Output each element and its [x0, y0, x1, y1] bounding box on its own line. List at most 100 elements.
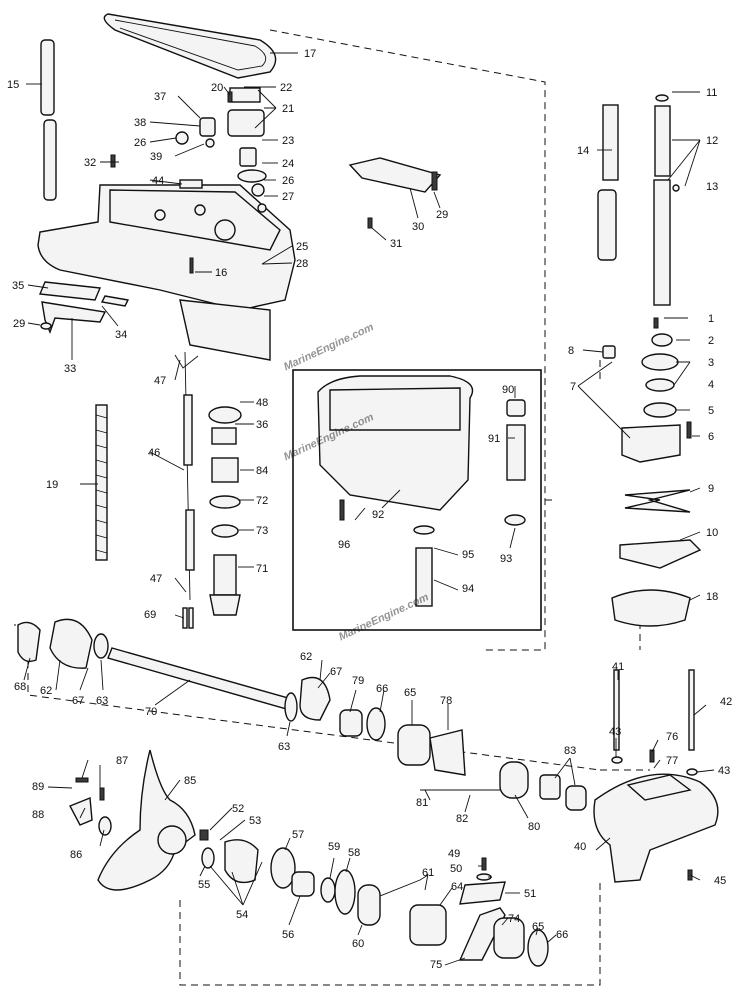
water-tube-15 — [40, 39, 57, 201]
callout-36: 36 — [256, 419, 268, 431]
callout-90: 90 — [502, 384, 514, 396]
callout-22: 22 — [280, 82, 292, 94]
callout-51: 51 — [524, 888, 536, 900]
callout-57: 57 — [292, 829, 304, 841]
callout-85: 85 — [184, 775, 196, 787]
leader-lines — [23, 52, 715, 966]
callout-86: 86 — [70, 849, 82, 861]
callout-79: 79 — [352, 675, 364, 687]
callout-64: 64 — [451, 881, 463, 893]
callout-40: 40 — [574, 841, 586, 853]
callout-15: 15 — [7, 79, 19, 91]
callout-8: 8 — [568, 345, 574, 357]
lower-unit-40 — [593, 669, 719, 883]
callout-25: 25 — [296, 241, 308, 253]
callout-21: 21 — [282, 103, 294, 115]
callout-30: 30 — [412, 221, 424, 233]
callout-92: 92 — [372, 509, 384, 521]
callout-88: 88 — [32, 809, 44, 821]
propshaft-70 — [17, 618, 297, 711]
driveshaft-12 — [597, 94, 680, 306]
callout-42: 42 — [720, 696, 732, 708]
callout-50: 50 — [450, 863, 462, 875]
callout-89: 89 — [32, 781, 44, 793]
callout-9: 9 — [708, 483, 714, 495]
reverse-gear-stack — [199, 829, 429, 926]
callout-23: 23 — [282, 135, 294, 147]
callout-75: 75 — [430, 959, 442, 971]
callout-63b: 63 — [278, 741, 290, 753]
callout-38: 38 — [134, 117, 146, 129]
callout-69: 69 — [144, 609, 156, 621]
callout-87: 87 — [116, 755, 128, 767]
callout-27: 27 — [282, 191, 294, 203]
callout-1: 1 — [708, 313, 714, 325]
callout-80: 80 — [528, 821, 540, 833]
callout-31: 31 — [390, 238, 402, 250]
callout-60: 60 — [352, 938, 364, 950]
callout-32: 32 — [84, 157, 96, 169]
callout-41: 41 — [612, 661, 624, 673]
callout-33: 33 — [64, 363, 76, 375]
callout-5: 5 — [708, 405, 714, 417]
forward-gear-stack — [284, 676, 587, 811]
water-pump-1-to-10 — [602, 317, 702, 627]
callout-28: 28 — [296, 258, 308, 270]
callout-6: 6 — [708, 431, 714, 443]
callout-63: 63 — [96, 695, 108, 707]
callout-53: 53 — [249, 815, 261, 827]
callout-94: 94 — [462, 583, 474, 595]
callout-67b: 67 — [330, 666, 342, 678]
exhaust-housing-inset-box — [292, 369, 542, 631]
callout-46: 46 — [148, 447, 160, 459]
callout-12: 12 — [706, 135, 718, 147]
callout-83: 83 — [564, 745, 576, 757]
callout-43b: 43 — [718, 765, 730, 777]
shift-rod-46 — [174, 351, 199, 629]
callout-73: 73 — [256, 525, 268, 537]
pinion-stack-36-to-73 — [208, 406, 242, 616]
callout-47: 47 — [154, 375, 166, 387]
gasket-17 — [103, 13, 277, 79]
callout-48: 48 — [256, 397, 268, 409]
shifter-parts-49-75 — [409, 857, 549, 967]
callout-11: 11 — [706, 87, 717, 99]
housing-small-parts — [110, 87, 267, 274]
callout-91: 91 — [488, 433, 500, 445]
callout-74: 74 — [508, 913, 520, 925]
plates-33-34-35 — [38, 281, 130, 334]
callout-78: 78 — [440, 695, 452, 707]
callout-17: 17 — [304, 48, 316, 60]
watermark-text: MarineEngine.com — [337, 591, 431, 643]
callout-7: 7 — [570, 381, 576, 393]
callout-95: 95 — [462, 549, 474, 561]
callout-56: 56 — [282, 929, 294, 941]
callout-14: 14 — [577, 145, 589, 157]
callout-29: 29 — [436, 209, 448, 221]
callout-4: 4 — [708, 379, 714, 391]
callout-54: 54 — [236, 909, 248, 921]
part-callouts: 1 2 3 4 5 6 7 8 9 10 11 12 13 14 15 16 1… — [7, 48, 732, 971]
callout-93: 93 — [500, 553, 512, 565]
callout-52: 52 — [232, 803, 244, 815]
callout-10: 10 — [706, 527, 718, 539]
callout-55: 55 — [198, 879, 210, 891]
callout-3: 3 — [708, 357, 714, 369]
callout-35: 35 — [12, 280, 24, 292]
callout-65b: 65 — [532, 921, 544, 933]
callout-13: 13 — [706, 181, 718, 193]
callout-43: 43 — [609, 726, 621, 738]
callout-26b: 26 — [134, 137, 146, 149]
callout-84: 84 — [256, 465, 268, 477]
callout-49: 49 — [448, 848, 460, 860]
callout-66b: 66 — [556, 929, 568, 941]
callout-71: 71 — [256, 563, 268, 575]
callout-66: 66 — [376, 683, 388, 695]
callout-26: 26 — [282, 175, 294, 187]
callout-65: 65 — [404, 687, 416, 699]
callout-67: 67 — [72, 695, 84, 707]
callout-45: 45 — [714, 875, 726, 887]
callout-24: 24 — [282, 158, 294, 170]
callout-77: 77 — [666, 755, 678, 767]
